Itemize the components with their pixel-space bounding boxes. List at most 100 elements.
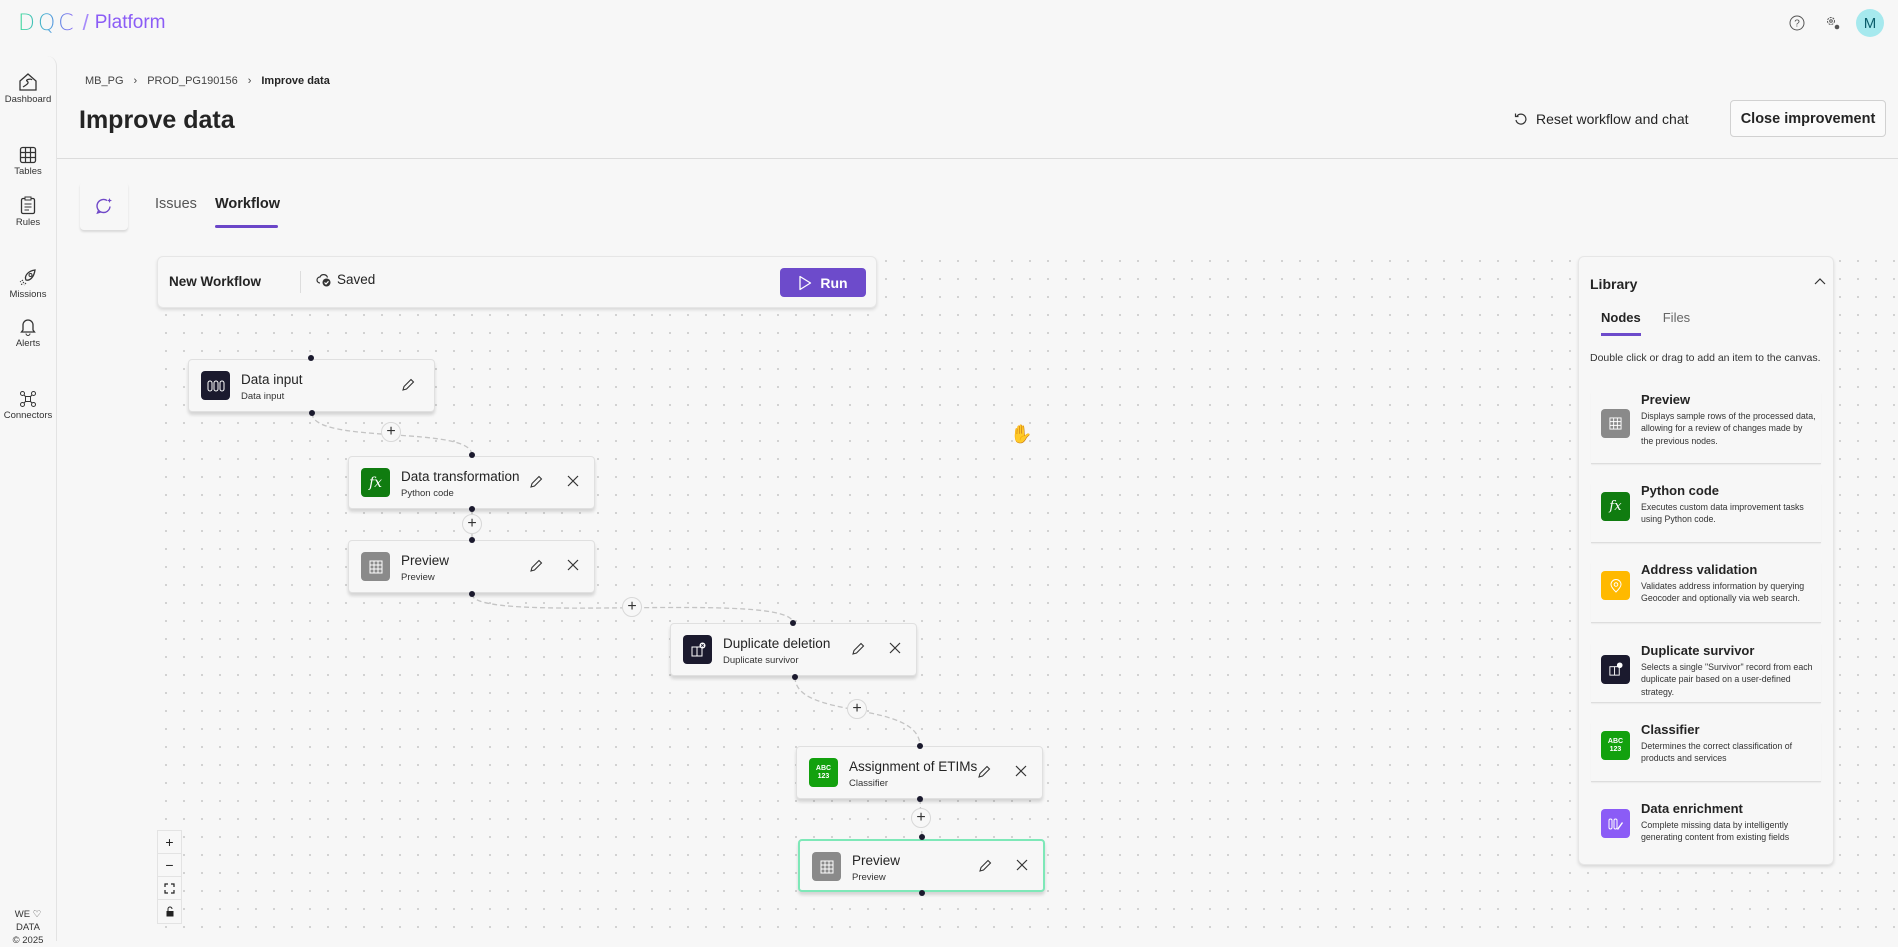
library-item-title: Classifier	[1641, 722, 1700, 737]
chevron-right-icon: ›	[247, 75, 252, 87]
data-input-icon	[201, 371, 230, 400]
workflow-node[interactable]: Duplicate deletion Duplicate survivor	[670, 623, 917, 676]
chevron-up-icon[interactable]	[1814, 277, 1826, 285]
node-subtitle: Data input	[241, 391, 285, 402]
logo[interactable]: DQC / Platform	[18, 10, 166, 36]
library-item-preview[interactable]: Preview Displays sample rows of the proc…	[1591, 392, 1821, 464]
sidebar-item-alerts[interactable]: Alerts	[0, 317, 56, 349]
edit-icon[interactable]	[977, 858, 993, 874]
node-port[interactable]	[469, 452, 475, 458]
node-title: Data transformation	[401, 469, 520, 484]
gear-icon[interactable]	[1823, 13, 1843, 33]
grid-icon	[812, 852, 841, 881]
sidebar-item-missions[interactable]: Missions	[0, 268, 56, 300]
node-port[interactable]	[469, 591, 475, 597]
node-port[interactable]	[919, 834, 925, 840]
edge	[311, 412, 473, 456]
sidebar-label: Missions	[9, 289, 47, 300]
reset-icon	[1514, 113, 1527, 125]
workflow-node[interactable]: fx Data transformation Python code	[348, 456, 595, 509]
zoom-out-button[interactable]: −	[158, 854, 181, 877]
sidebar-label: Tables	[14, 166, 42, 177]
workflow-node[interactable]: Preview Preview	[348, 540, 595, 593]
zoom-in-button[interactable]: +	[158, 831, 181, 854]
sidebar-item-connectors[interactable]: Connectors	[0, 390, 56, 421]
node-port[interactable]	[309, 410, 315, 416]
workflow-node[interactable]: Data input Data input	[188, 359, 435, 412]
add-node-button[interactable]: +	[622, 597, 642, 617]
divider	[300, 271, 301, 293]
edit-icon[interactable]	[528, 558, 544, 574]
chat-button[interactable]	[80, 182, 128, 230]
close-icon[interactable]	[1015, 858, 1029, 872]
bell-icon	[20, 319, 36, 336]
library-tab-files[interactable]: Files	[1662, 310, 1691, 325]
library-item-python-code[interactable]: fx Python code Executes custom data impr…	[1591, 483, 1821, 543]
sidebar-item-rules[interactable]: Rules	[0, 196, 56, 228]
reset-workflow-button[interactable]: Reset workflow and chat	[1514, 111, 1689, 127]
cloud-check-icon	[316, 273, 331, 286]
avatar[interactable]: M	[1856, 9, 1884, 37]
avatar-initial: M	[1863, 14, 1877, 32]
rocket-icon	[19, 269, 36, 286]
node-port[interactable]	[792, 674, 798, 680]
breadcrumb-item[interactable]: MB_PG	[85, 75, 124, 87]
add-node-button[interactable]: +	[847, 699, 867, 719]
sidebar-item-dashboard[interactable]: Dashboard	[0, 72, 56, 105]
library-item-data-enrichment[interactable]: Data enrichment Complete missing data by…	[1591, 801, 1821, 851]
node-port[interactable]	[469, 506, 475, 512]
lock-button[interactable]	[158, 900, 181, 923]
library-item-title: Address validation	[1641, 562, 1758, 577]
breadcrumb: MB_PG › PROD_PG190156 › Improve data	[85, 75, 330, 87]
library-tab-nodes[interactable]: Nodes	[1601, 310, 1641, 336]
node-subtitle: Preview	[852, 872, 886, 883]
help-circle-icon[interactable]: ?	[1787, 13, 1807, 33]
edit-icon[interactable]	[976, 764, 992, 780]
sidebar-label: Connectors	[3, 410, 53, 421]
library-item-desc: Executes custom data improvement tasks u…	[1641, 502, 1804, 525]
node-port[interactable]	[790, 620, 796, 626]
node-port[interactable]	[308, 355, 314, 361]
node-port[interactable]	[919, 890, 925, 896]
close-improvement-button[interactable]: Close improvement	[1730, 100, 1886, 137]
fit-view-icon	[164, 882, 175, 894]
sidebar	[0, 56, 57, 941]
run-button[interactable]: Run	[780, 268, 866, 297]
save-status-label: Saved	[337, 272, 376, 287]
node-port[interactable]	[917, 743, 923, 749]
tab-issues[interactable]: Issues	[155, 196, 197, 212]
node-title: Preview	[852, 853, 901, 868]
sidebar-label: Rules	[15, 217, 41, 228]
edit-icon[interactable]	[528, 474, 544, 490]
workflow-name[interactable]: New Workflow	[169, 274, 262, 289]
edit-icon[interactable]	[850, 641, 866, 657]
close-icon[interactable]	[888, 641, 902, 655]
close-icon[interactable]	[566, 558, 580, 572]
library-item-desc: Complete missing data by intelligently g…	[1641, 820, 1790, 843]
close-icon[interactable]	[1014, 764, 1028, 778]
grid-icon	[1601, 409, 1630, 438]
workflow-node-selected[interactable]: Preview Preview	[798, 839, 1045, 892]
library-item-address-validation[interactable]: Address validation Validates address inf…	[1591, 562, 1821, 623]
node-port[interactable]	[469, 537, 475, 543]
library-item-duplicate-survivor[interactable]: Duplicate survivor Selects a single "Sur…	[1591, 643, 1821, 703]
close-icon[interactable]	[566, 474, 580, 488]
add-node-button[interactable]: +	[381, 422, 401, 442]
library-item-title: Preview	[1641, 392, 1691, 407]
add-node-button[interactable]: +	[911, 808, 931, 828]
add-node-button[interactable]: +	[462, 514, 482, 534]
connectors-icon	[20, 391, 36, 407]
breadcrumb-item[interactable]: PROD_PG190156	[147, 75, 238, 87]
edit-icon[interactable]	[400, 377, 416, 393]
fit-view-button[interactable]	[158, 877, 181, 900]
library-item-desc: Displays sample rows of the processed da…	[1641, 411, 1816, 446]
node-port[interactable]	[917, 796, 923, 802]
zoom-controls: + −	[157, 830, 182, 924]
sidebar-item-tables[interactable]: Tables	[0, 146, 56, 177]
tab-workflow[interactable]: Workflow	[215, 196, 280, 212]
chat-sparkle-icon	[96, 198, 112, 215]
